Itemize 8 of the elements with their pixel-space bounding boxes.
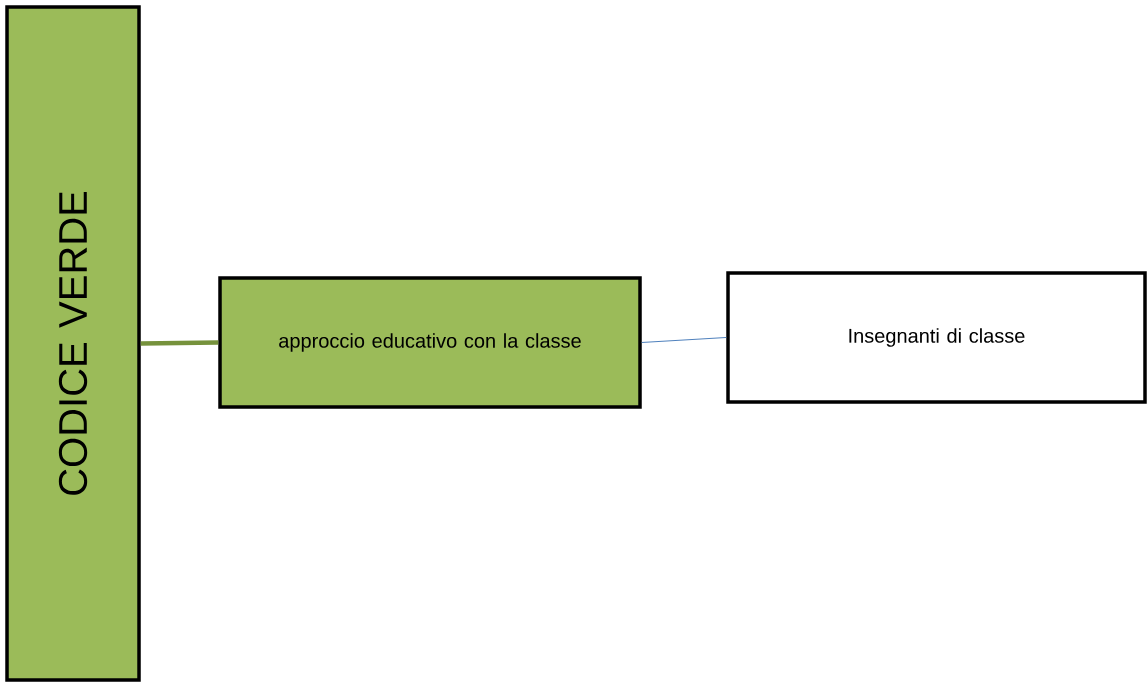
box-text: Insegnanti di classe xyxy=(849,328,1025,347)
text-box xyxy=(218,276,642,409)
vertical-banner xyxy=(5,5,141,682)
box-text: approccio educativo con la classe xyxy=(279,333,581,352)
box-text: CODICE VERDE xyxy=(58,191,88,495)
text-box xyxy=(726,271,1147,404)
connector-line xyxy=(641,337,727,343)
connector-line xyxy=(140,340,219,346)
